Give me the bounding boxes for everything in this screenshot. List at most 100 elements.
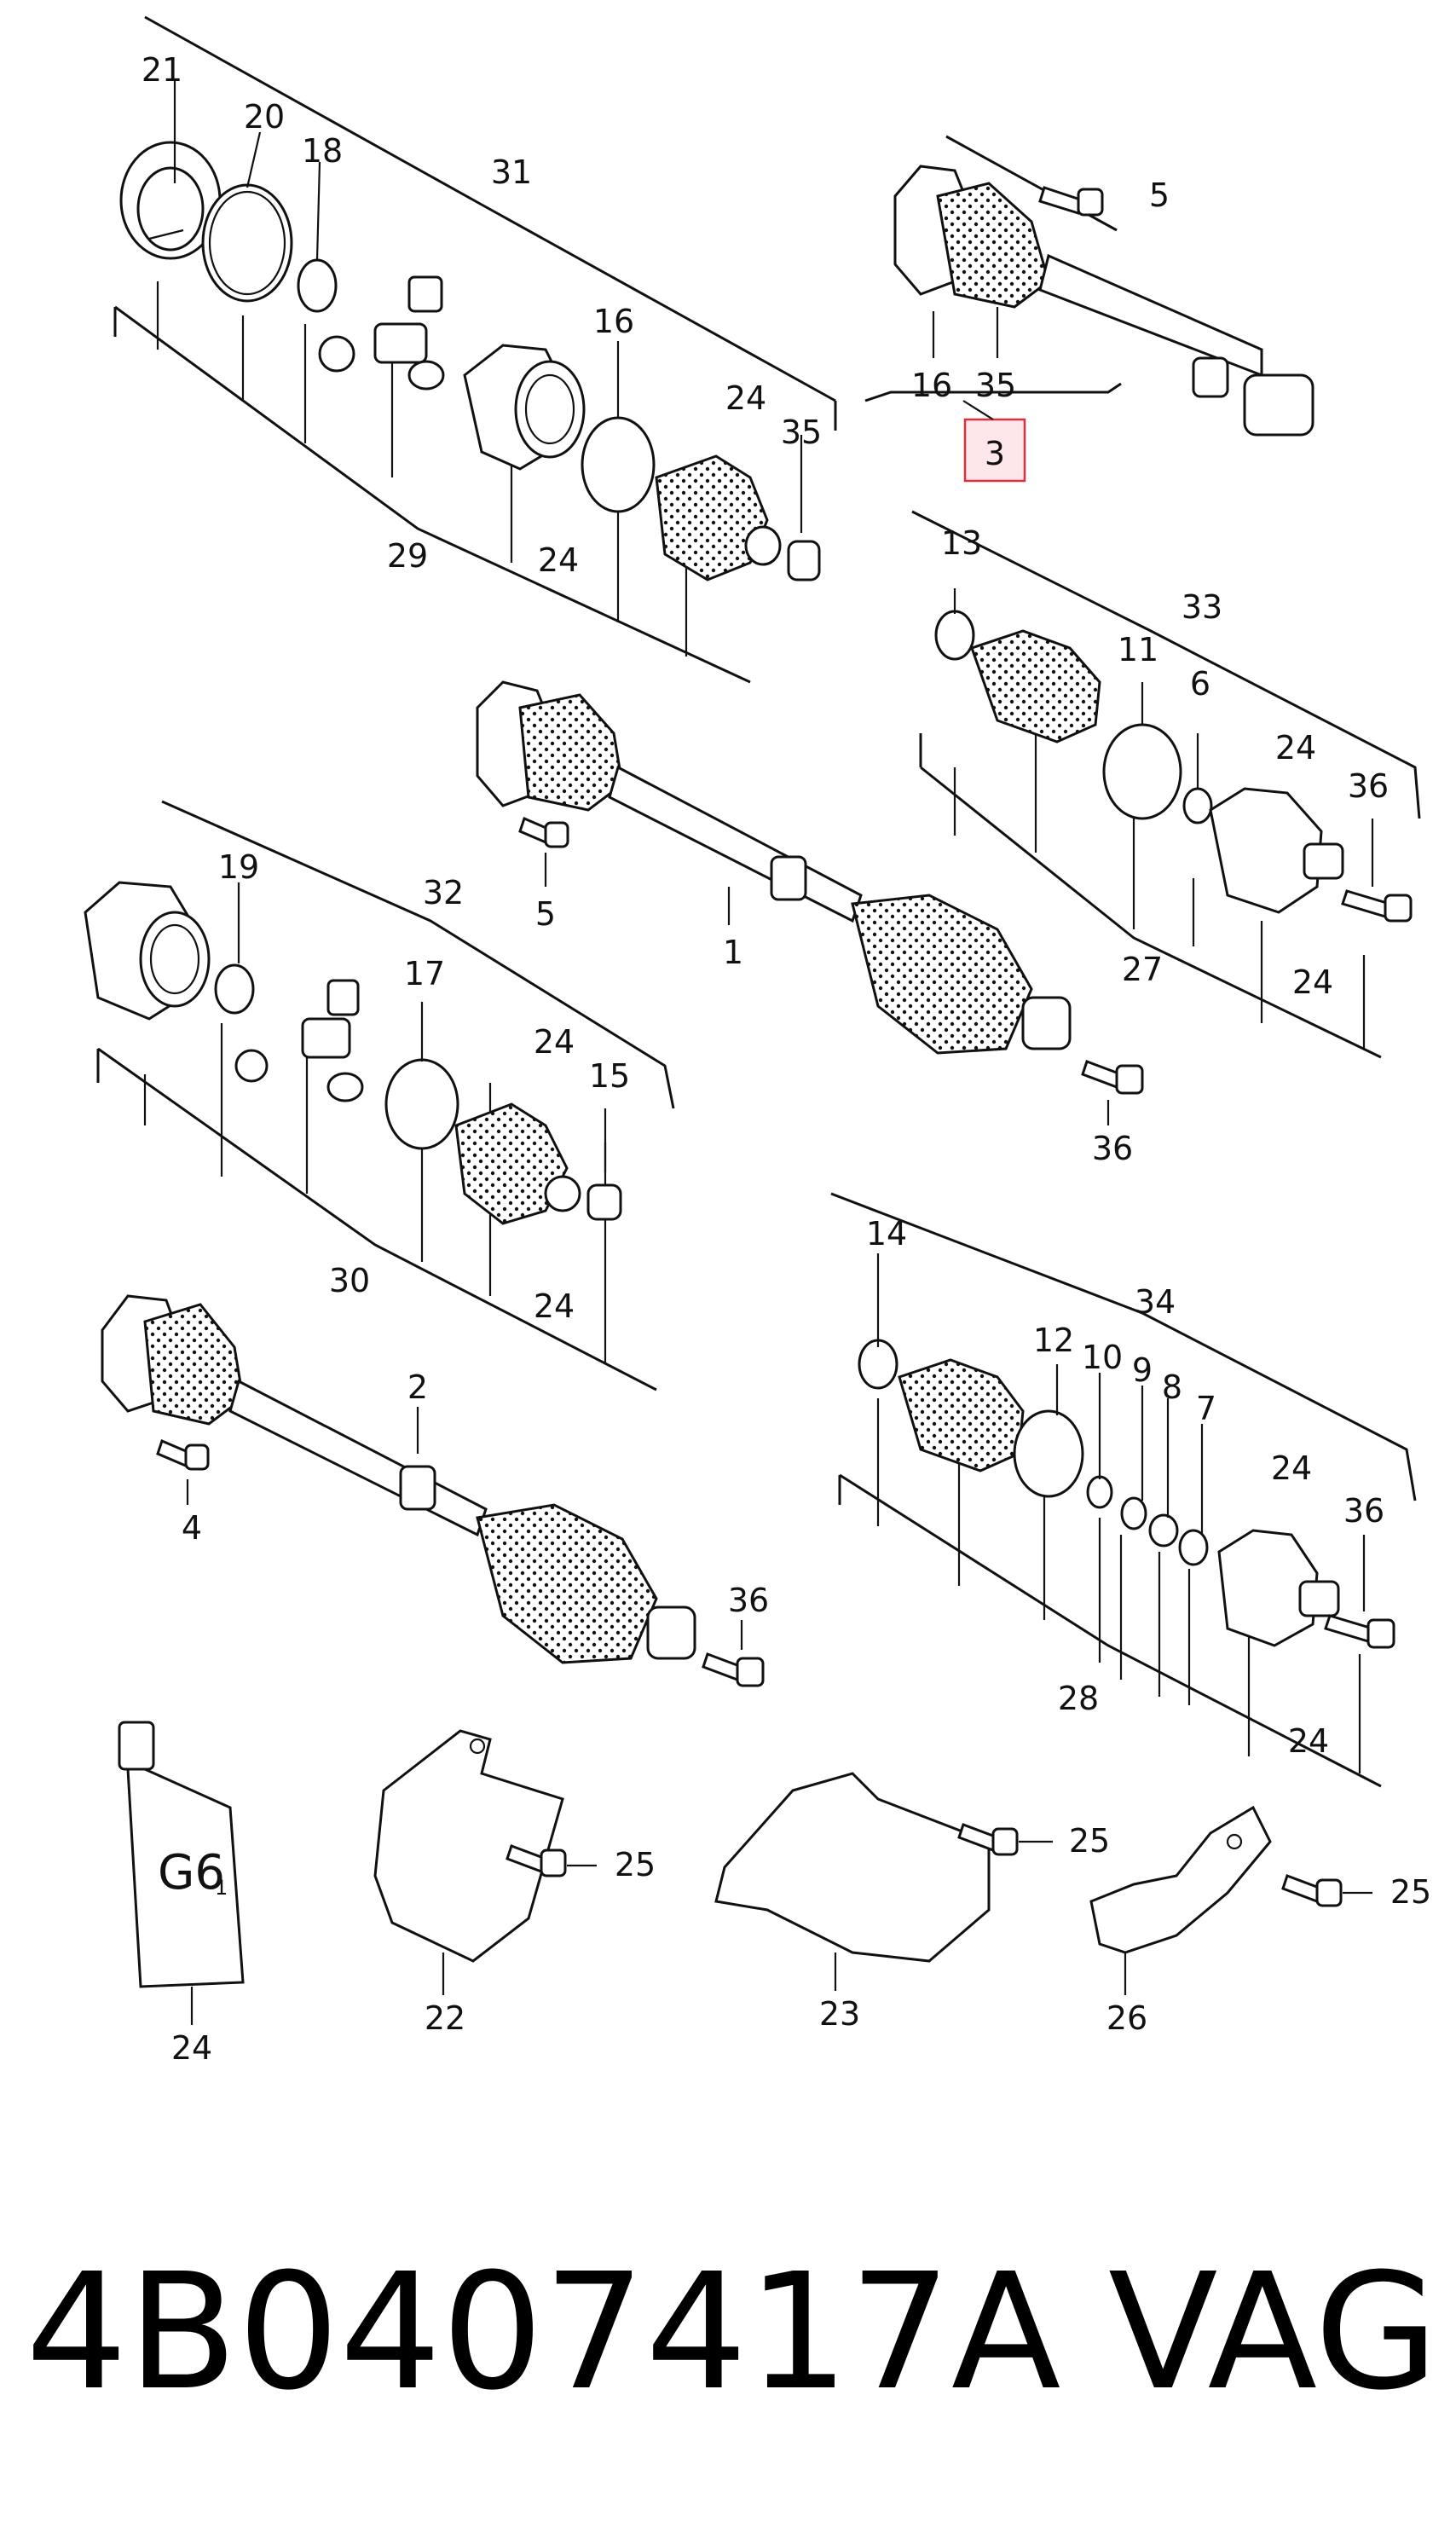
tripod-star: [318, 275, 445, 391]
clamp-13: [934, 610, 975, 661]
cv-joint-34: [1217, 1529, 1340, 1647]
joint-housing: [463, 344, 586, 471]
callout-8: 8: [1162, 1368, 1182, 1406]
bolt-5b: [518, 816, 569, 848]
boot-33: [970, 629, 1101, 743]
joint-housing-32: [84, 881, 211, 1021]
callout-23: 23: [819, 1995, 860, 2033]
clamp-35: [787, 540, 821, 581]
clamp-12: [1013, 1409, 1084, 1498]
callout-2: 2: [407, 1368, 428, 1406]
tripod-32: [234, 979, 364, 1102]
group-31: [113, 15, 837, 684]
bolt-25a: [506, 1844, 567, 1877]
cv-joint-33: [1209, 787, 1344, 914]
boot-34: [898, 1358, 1025, 1472]
callout-36c: 36: [1343, 1492, 1384, 1530]
callout-20: 20: [244, 98, 285, 136]
callout-3-highlight: [963, 418, 1026, 483]
callout-9: 9: [1132, 1351, 1153, 1389]
callout-25c: 25: [1390, 1873, 1431, 1911]
circlip-19: [214, 963, 255, 1015]
outer-joint-3: [893, 165, 1314, 437]
callout-4: 4: [182, 1509, 202, 1547]
callout-31: 31: [491, 153, 532, 191]
callout-24a: 24: [725, 379, 766, 417]
callout-24c: 24: [1275, 729, 1316, 767]
clamp-15: [586, 1183, 622, 1221]
group-33: [911, 510, 1421, 1059]
bolt-25c: [1281, 1874, 1343, 1907]
washer-8: [1148, 1513, 1179, 1548]
ring-9: [1120, 1496, 1147, 1530]
ring-6: [1182, 787, 1213, 824]
grease-tube-24: G6 1: [118, 1721, 245, 2025]
bolt-36d: [702, 1652, 765, 1687]
callout-10: 10: [1082, 1339, 1123, 1376]
callout-25a: 25: [615, 1846, 656, 1883]
callout-5a: 5: [1149, 176, 1170, 214]
callout-3: 3: [985, 435, 1005, 472]
callout-35b: 35: [975, 367, 1016, 404]
group-32: [84, 800, 675, 1391]
group-34: [830, 1192, 1417, 1788]
callout-21: 21: [142, 51, 182, 89]
callout-18: 18: [302, 132, 343, 170]
callout-5b: 5: [535, 895, 556, 933]
callout-33: 33: [1182, 588, 1222, 626]
bolt-25b: [957, 1823, 1019, 1856]
callout-24g: 24: [1271, 1449, 1312, 1487]
bolt-36b: [1081, 1060, 1144, 1095]
group-3: [864, 135, 1314, 483]
circlip-18: [297, 258, 338, 313]
callout-7: 7: [1196, 1390, 1216, 1427]
callout-26: 26: [1106, 1999, 1147, 2037]
ring-10: [1086, 1475, 1113, 1509]
callout-27: 27: [1122, 951, 1163, 988]
clamp-11: [1102, 723, 1182, 820]
heat-shield-22: [373, 1729, 597, 1995]
callout-16b: 16: [911, 367, 952, 404]
bolt-36c: [1324, 1614, 1395, 1649]
callout-32: 32: [423, 874, 464, 911]
boot-24: [655, 454, 769, 581]
tube-label: G6: [158, 1845, 225, 1900]
brand-name: VAG: [1108, 2239, 1439, 2426]
callout-24b: 24: [538, 541, 579, 579]
callout-17: 17: [404, 955, 445, 992]
callout-12: 12: [1033, 1322, 1074, 1359]
clamp-17: [384, 1058, 459, 1150]
callout-34: 34: [1135, 1283, 1176, 1321]
callout-16a: 16: [593, 303, 634, 340]
callout-6: 6: [1190, 665, 1210, 703]
tube-sublabel: 1: [215, 1876, 228, 1900]
callout-15: 15: [589, 1057, 630, 1095]
callout-14: 14: [866, 1215, 907, 1253]
callout-35a: 35: [781, 414, 822, 451]
callout-1: 1: [723, 934, 743, 971]
callout-22: 22: [425, 1999, 465, 2037]
callout-19: 19: [218, 848, 259, 886]
circlip-ring-21: [119, 141, 222, 260]
callout-labels: 21 20 18 31 16 24 35 29 24 5 16 35 3 13 …: [142, 51, 1431, 2067]
callout-36d: 36: [728, 1582, 769, 1619]
bolt-5a: [1038, 186, 1104, 217]
callout-24d: 24: [1292, 963, 1333, 1001]
part-number: 4B0407417A: [26, 2239, 1060, 2426]
clamp-16: [581, 416, 656, 513]
ring-7: [1178, 1529, 1209, 1566]
clamp-14: [858, 1339, 898, 1390]
callout-24e: 24: [534, 1023, 575, 1061]
callout-25b: 25: [1069, 1822, 1110, 1860]
callout-36a: 36: [1348, 767, 1389, 805]
callout-24i: 24: [171, 2029, 212, 2067]
drive-shaft-1: [476, 680, 1144, 1125]
callout-28: 28: [1058, 1680, 1099, 1717]
o-ring-20: [201, 183, 293, 303]
callout-24f: 24: [534, 1287, 575, 1325]
bolt-4: [156, 1438, 210, 1471]
drive-shaft-2: [101, 1294, 765, 1687]
callout-13: 13: [941, 524, 982, 562]
callout-24h: 24: [1288, 1722, 1329, 1760]
